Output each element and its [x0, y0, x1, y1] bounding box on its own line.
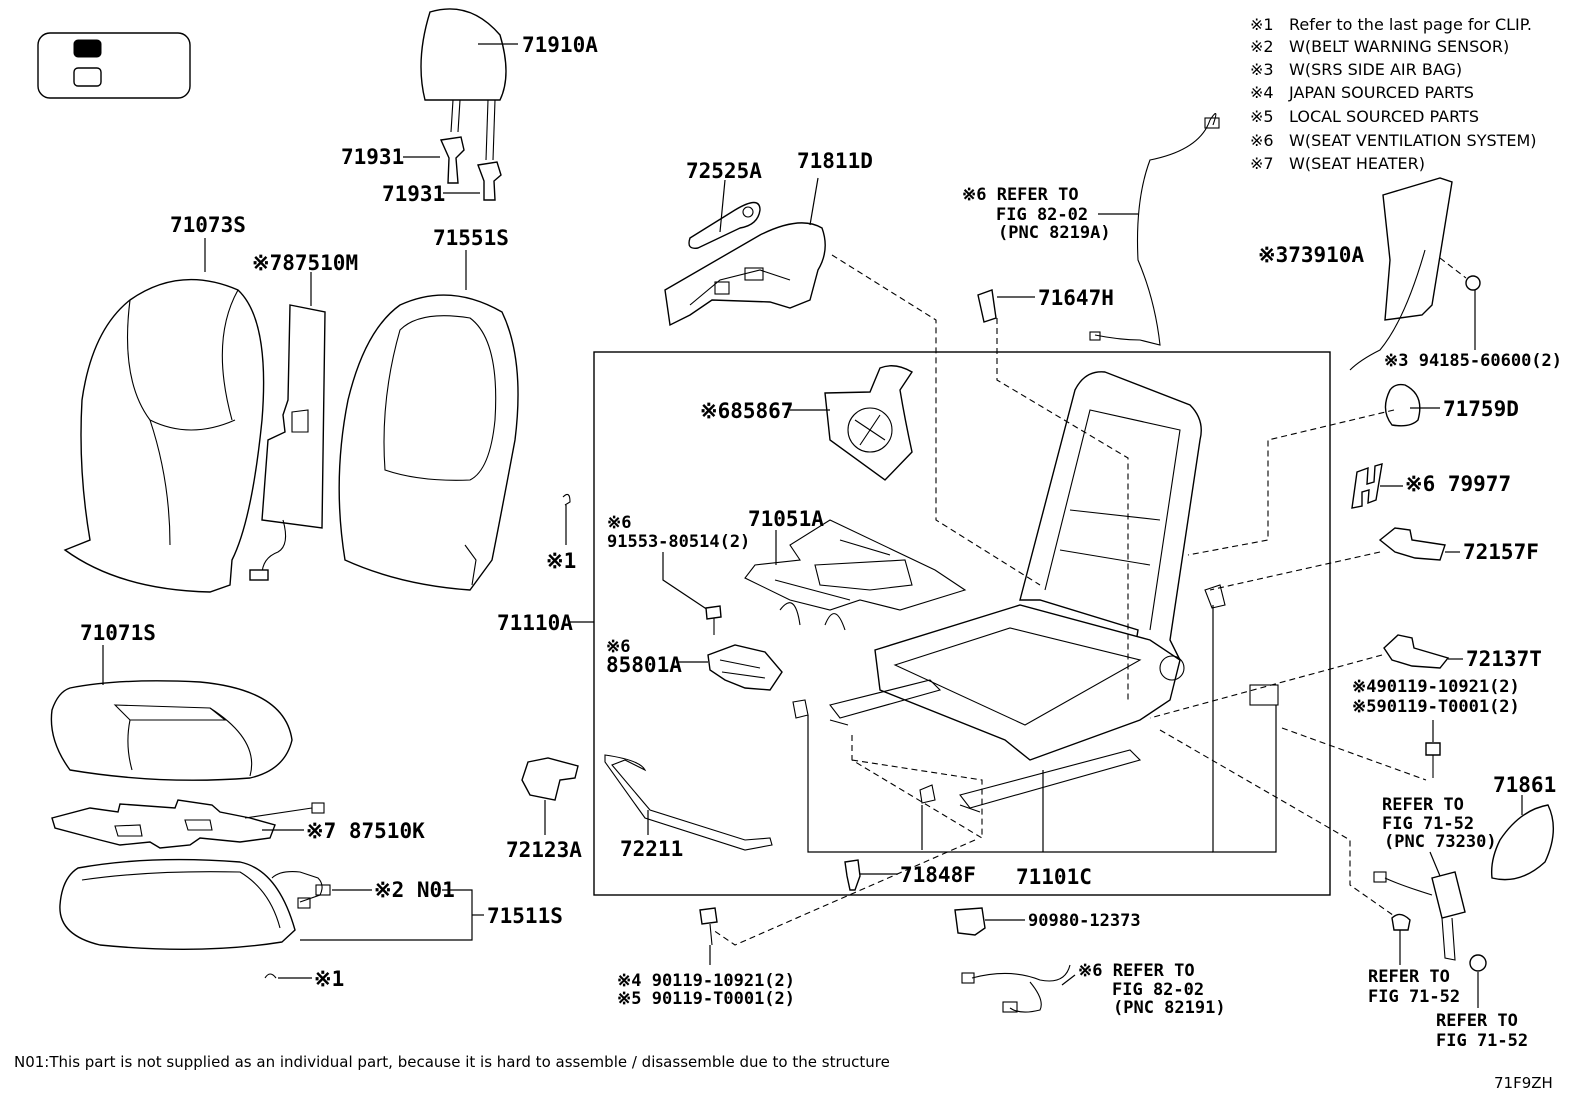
note-mark-1: ※1: [1250, 15, 1274, 34]
recliner-shield-drawing: [664, 222, 826, 327]
ref-82-02-bot-line2: FIG 82-02: [1112, 980, 1204, 1000]
label-72137T: 72137T: [1466, 647, 1542, 671]
headrest-drawing: [420, 8, 507, 201]
label-71931-lower: 71931: [382, 182, 445, 206]
figure-code: 71F9ZH: [1494, 1074, 1553, 1092]
ref-82-02-bot-line1: ※6 REFER TO: [1078, 961, 1195, 981]
note-mark-6: ※6: [1250, 131, 1274, 150]
seat-spring-mat-drawing: [744, 519, 967, 631]
ref-71-52-a-line2: FIG 71-52: [1382, 814, 1474, 834]
legend-box: [37, 32, 191, 99]
ref-71-52-b-line1: REFER TO: [1368, 967, 1450, 987]
note-mark-5: ※5: [1250, 107, 1274, 126]
label-71759D: 71759D: [1443, 397, 1519, 421]
label-85801A-mark: ※6: [606, 637, 630, 657]
label-85867: ※685867: [700, 399, 793, 423]
label-90119-bottom-b: ※5 90119-T0001(2): [617, 989, 795, 1009]
label-94185: ※3 94185-60600(2): [1384, 351, 1562, 371]
ref-82-02-top-line3: (PNC 8219A): [998, 223, 1111, 243]
seatback-cover-drawing: [63, 278, 265, 593]
note-text-7: W(SEAT HEATER): [1289, 154, 1425, 173]
cushion-pad-drawing: [59, 858, 296, 951]
note-text-3: W(SRS SIDE AIR BAG): [1289, 60, 1462, 79]
ref-71-52-c-line1: REFER TO: [1436, 1011, 1518, 1031]
label-71848F: 71848F: [900, 863, 976, 887]
ref-82-02-bot-line3: (PNC 82191): [1113, 998, 1226, 1018]
label-87510K: ※7 87510K: [306, 819, 425, 843]
label-91553-mark: ※6: [607, 513, 631, 533]
label-clip-2: ※1: [314, 967, 344, 991]
label-72123A: 72123A: [506, 838, 582, 862]
note-mark-7: ※7: [1250, 154, 1274, 173]
ref-71-52-b-line2: FIG 71-52: [1368, 987, 1460, 1007]
side-airbag-drawing: [1349, 177, 1481, 371]
note-mark-3: ※3: [1250, 60, 1274, 79]
ref-71-52-a-line1: REFER TO: [1382, 795, 1464, 815]
label-90980: 90980-12373: [1028, 911, 1141, 931]
label-71073S: 71073S: [170, 213, 246, 237]
label-72525A: 72525A: [686, 159, 762, 183]
belt-sensor-wire-drawing: [271, 871, 331, 909]
label-71861: 71861: [1493, 773, 1556, 797]
ref-82-02-top-line1: ※6 REFER TO: [962, 185, 1079, 205]
ref-71-52-a-line3: (PNC 73230): [1384, 832, 1497, 852]
label-71931-upper: 71931: [341, 145, 404, 169]
note-text-4: JAPAN SOURCED PARTS: [1288, 83, 1474, 102]
note-mark-2: ※2: [1250, 37, 1274, 56]
label-73910A: ※373910A: [1258, 243, 1364, 267]
label-72157F: 72157F: [1463, 540, 1539, 564]
label-N01: ※2 N01: [374, 878, 455, 902]
seatback-pad-drawing: [338, 294, 519, 591]
label-79977: ※6 79977: [1405, 472, 1511, 496]
seatbelt-buckle-drawing: [1373, 871, 1487, 972]
label-71071S: 71071S: [80, 621, 156, 645]
label-71511S: 71511S: [487, 904, 563, 928]
label-87510M: ※787510M: [252, 251, 358, 275]
legend-open-key: [73, 67, 102, 87]
seat-frame-drawing: [792, 371, 1279, 813]
label-71811D: 71811D: [797, 149, 873, 173]
legend-filled-key: [73, 39, 102, 58]
label-71647H: 71647H: [1038, 286, 1114, 310]
note-mark-4: ※4: [1250, 83, 1274, 102]
footnote: N01:This part is not supplied as an indi…: [14, 1053, 890, 1071]
label-91553: 91553-80514(2): [607, 532, 750, 552]
ref-82-02-top-line2: FIG 82-02: [996, 205, 1088, 225]
label-71101C: 71101C: [1016, 865, 1092, 889]
note-text-2: W(BELT WARNING SENSOR): [1289, 37, 1509, 56]
note-text-1: Refer to the last page for CLIP.: [1289, 15, 1532, 34]
recliner-handle-drawing: [688, 201, 761, 249]
cushion-cover-drawing: [50, 680, 293, 781]
ventilation-duct-drawing: [707, 644, 783, 691]
seat-ventilation-wire-top-drawing: [1089, 113, 1220, 346]
bolt-bottom-drawing: [699, 907, 718, 946]
note-text-5: LOCAL SOURCED PARTS: [1289, 107, 1479, 126]
label-90119-right-a: ※490119-10921(2): [1352, 677, 1520, 697]
label-71910A: 71910A: [522, 33, 598, 57]
screw-91553-drawing: [705, 605, 722, 635]
note-text-6: W(SEAT VENTILATION SYSTEM): [1289, 131, 1537, 150]
bolt-right-drawing: [1425, 742, 1441, 778]
label-90119-right-b: ※590119-T0001(2): [1352, 697, 1520, 717]
notes-list: ※1 Refer to the last page for CLIP. ※2 W…: [1250, 15, 1537, 173]
label-71110A: 71110A: [497, 611, 573, 635]
label-90119-bottom-a: ※4 90119-10921(2): [617, 971, 795, 991]
label-71551S: 71551S: [433, 226, 509, 250]
label-71051A: 71051A: [748, 507, 824, 531]
cushion-heater-drawing: [51, 799, 325, 849]
seat-ventilation-wire-bottom-drawing: [961, 964, 1071, 1013]
label-72211: 72211: [620, 837, 683, 861]
seat-frame-box: [593, 351, 1331, 896]
ventilation-fan-drawing: [824, 365, 913, 481]
label-85801A: 85801A: [606, 653, 682, 677]
seatback-heater-drawing: [249, 304, 326, 581]
label-clip-1: ※1: [546, 549, 576, 573]
ref-71-52-c-line2: FIG 71-52: [1436, 1031, 1528, 1051]
